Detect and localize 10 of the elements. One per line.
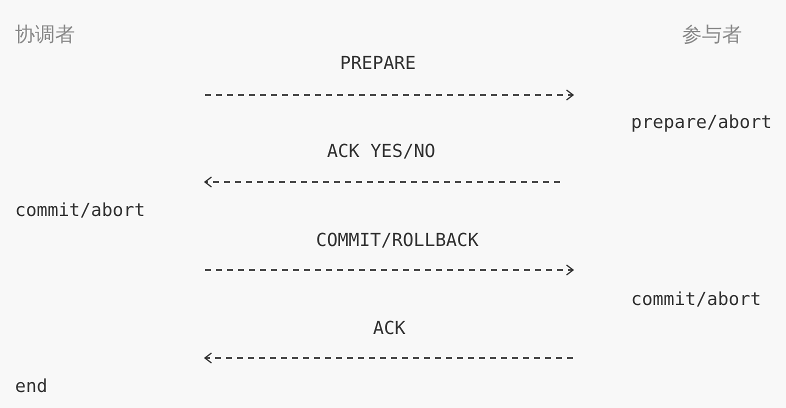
state-text: commit/abort xyxy=(631,289,762,311)
state-text: end xyxy=(15,376,48,398)
message-text: ACK YES/NO xyxy=(327,141,436,163)
column-heading: 参与者 xyxy=(682,23,742,45)
message-text: COMMIT/ROLLBACK xyxy=(316,230,479,252)
message-text: PREPARE xyxy=(340,53,416,75)
state-text: prepare/abort xyxy=(631,112,772,134)
message-text: ACK xyxy=(373,318,406,340)
state-text: commit/abort xyxy=(15,200,146,222)
column-heading: 协调者 xyxy=(15,23,75,45)
